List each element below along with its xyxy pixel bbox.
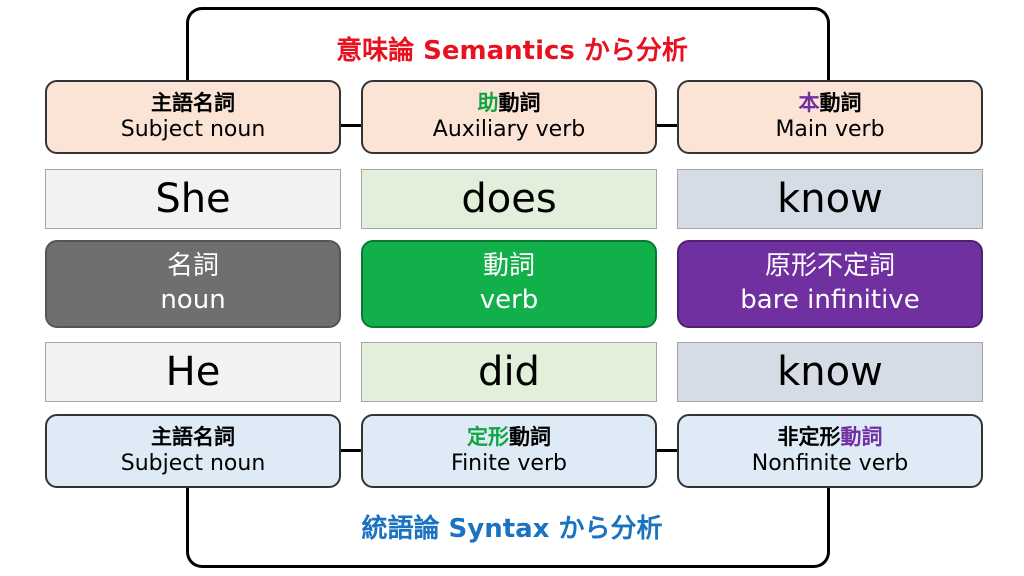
label-en: Auxiliary verb	[432, 117, 586, 143]
semantics-connector-1	[341, 124, 361, 127]
word-know-1: know	[677, 169, 983, 229]
pos-noun: 名詞 noun	[45, 240, 341, 328]
label-jp: 主語名詞	[151, 425, 235, 450]
word-does: does	[361, 169, 657, 229]
semantics-label-subject: 主語名詞 Subject noun	[45, 80, 341, 154]
semantics-title: 意味論 Semantics から分析	[336, 36, 688, 66]
pos-en: bare infinitive	[740, 285, 920, 315]
word-he: He	[45, 342, 341, 402]
pos-jp: 動詞	[482, 251, 535, 282]
label-en: Subject noun	[120, 451, 266, 477]
label-en: Nonfinite verb	[751, 451, 909, 477]
label-jp: 本動詞	[798, 91, 862, 116]
label-jp: 非定形動詞	[777, 425, 883, 450]
label-jp: 主語名詞	[151, 91, 235, 116]
syntax-label-nonfinite-verb: 非定形動詞 Nonfinite verb	[677, 414, 983, 488]
label-jp: 助動詞	[477, 91, 541, 116]
label-jp: 定形動詞	[467, 425, 551, 450]
pos-en: noun	[160, 285, 226, 315]
semantics-connector-2	[657, 124, 677, 127]
syntax-connector-2	[657, 449, 677, 452]
label-en: Finite verb	[451, 451, 567, 477]
syntax-bracket	[186, 448, 830, 568]
syntax-label-finite-verb: 定形動詞 Finite verb	[361, 414, 657, 488]
label-en: Main verb	[775, 117, 885, 143]
word-she: She	[45, 169, 341, 229]
syntax-connector-1	[341, 449, 361, 452]
pos-bare-infinitive: 原形不定詞 bare infinitive	[677, 240, 983, 328]
semantics-label-auxiliary: 助動詞 Auxiliary verb	[361, 80, 657, 154]
word-know-2: know	[677, 342, 983, 402]
pos-verb: 動詞 verb	[361, 240, 657, 328]
syntax-label-subject: 主語名詞 Subject noun	[45, 414, 341, 488]
semantics-bracket	[186, 7, 830, 127]
syntax-title: 統語論 Syntax から分析	[361, 514, 663, 544]
word-did: did	[361, 342, 657, 402]
semantics-label-main-verb: 本動詞 Main verb	[677, 80, 983, 154]
pos-en: verb	[479, 285, 539, 315]
pos-jp: 名詞	[166, 251, 219, 282]
pos-jp: 原形不定詞	[764, 251, 895, 282]
label-en: Subject noun	[120, 117, 266, 143]
